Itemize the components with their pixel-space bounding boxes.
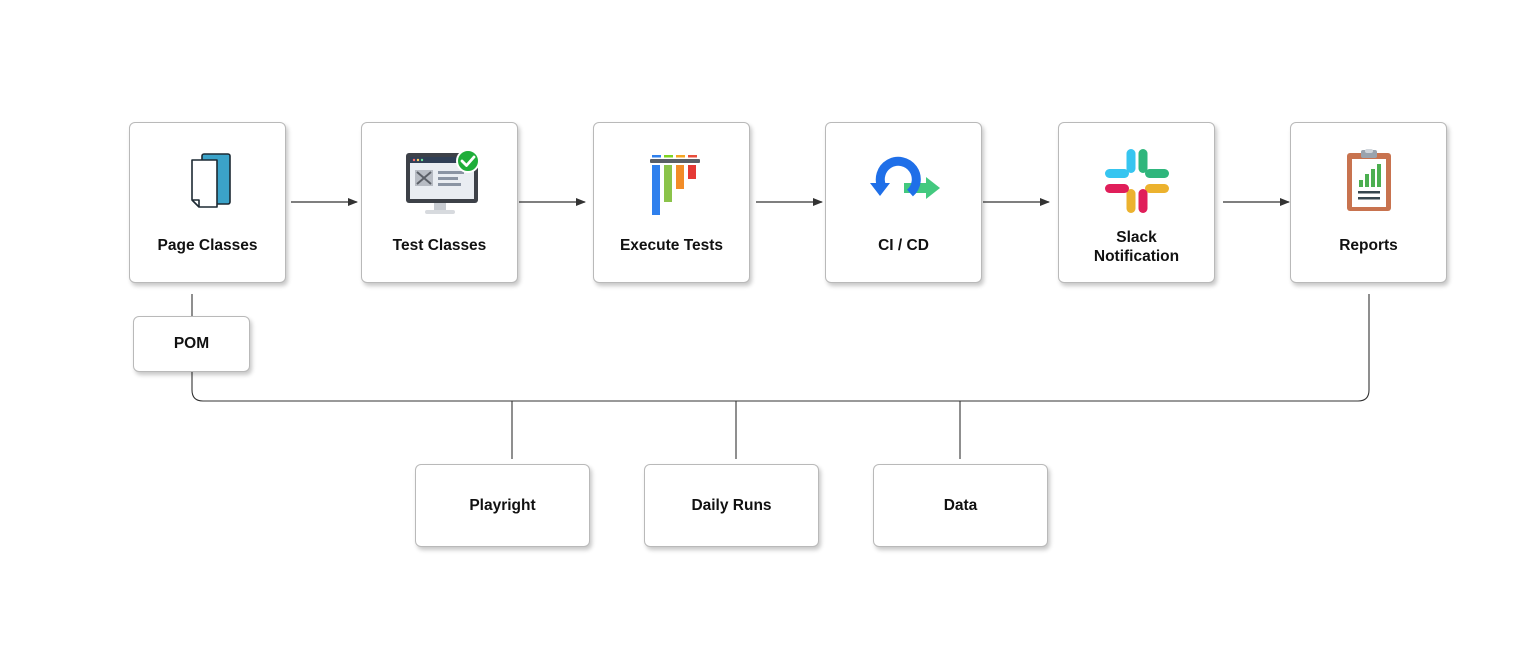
node-execute-tests-label: Execute Tests	[619, 237, 724, 254]
node-reports: Reports	[1290, 122, 1447, 283]
node-reports-label: Reports	[1339, 237, 1398, 254]
node-playright-label: Playright	[469, 496, 536, 514]
node-playright: Playright	[415, 464, 590, 547]
colored-bars-icon	[634, 149, 710, 217]
node-test-classes: Test Classes	[361, 122, 518, 283]
node-slack-notification-label: Slack Notification	[1059, 228, 1214, 266]
node-daily-runs: Daily Runs	[644, 464, 819, 547]
node-pom-label: POM	[173, 335, 210, 352]
node-data: Data	[873, 464, 1048, 547]
document-pages-icon	[170, 149, 246, 217]
pipeline-loop-icon	[866, 149, 942, 217]
node-slack-notification: Slack Notification	[1058, 122, 1215, 283]
slack-label-line2: Notification	[1093, 248, 1180, 265]
node-ci-cd-label: CI / CD	[878, 237, 929, 254]
node-execute-tests: Execute Tests	[593, 122, 750, 283]
node-ci-cd: CI / CD	[825, 122, 982, 283]
node-test-classes-label: Test Classes	[392, 237, 487, 254]
node-pom: POM	[133, 316, 250, 372]
node-page-classes: Page Classes	[129, 122, 286, 283]
node-page-classes-label: Page Classes	[157, 237, 258, 254]
clipboard-report-icon	[1331, 149, 1407, 217]
bottom-bus-line	[191, 294, 1370, 402]
slack-label-line1: Slack	[1116, 229, 1157, 246]
node-data-label: Data	[943, 496, 978, 514]
node-daily-runs-label: Daily Runs	[691, 496, 772, 514]
monitor-check-icon	[402, 149, 478, 217]
slack-logo-icon	[1099, 149, 1175, 217]
